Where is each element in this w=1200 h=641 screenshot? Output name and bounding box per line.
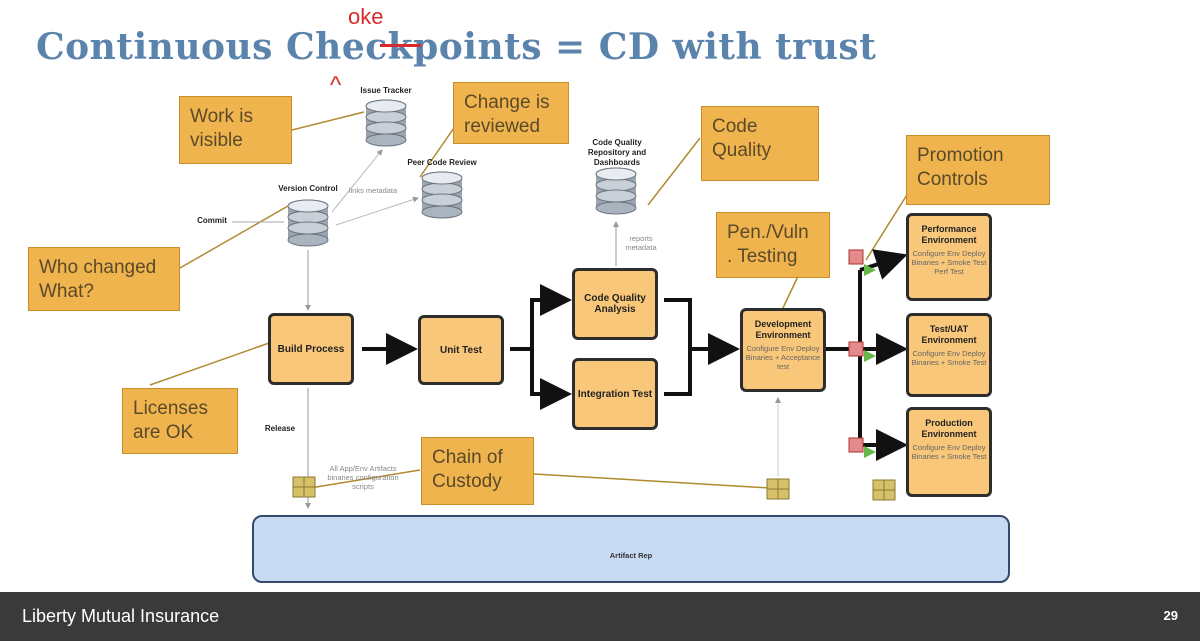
correction-insert: oke (348, 4, 384, 29)
development-environment-title: Development Environment (754, 319, 812, 340)
peer-review-database-icon (421, 171, 463, 219)
version-control-database-icon (287, 199, 329, 247)
go-icon (864, 350, 876, 362)
environment-steps: Configure Env Deploy Binaries + Smoke Te… (911, 349, 987, 367)
artifact-repository-bar: Artifact Rep (252, 515, 1010, 583)
artifact-cube-icon (292, 476, 316, 498)
reports-metadata-label: reports metadata (625, 234, 657, 252)
commit-label: Commit (197, 216, 227, 225)
code-quality-database-icon (595, 167, 637, 215)
slide-footer: Liberty Mutual Insurance 29 (0, 592, 1200, 641)
artifact-repository-label: Artifact Rep (609, 551, 653, 560)
callout-code-quality: Code Quality (701, 106, 819, 181)
environment-title: Production Environment (921, 418, 977, 439)
release-label: Release (264, 424, 296, 433)
go-icon (864, 264, 876, 276)
code-quality-repo-label: Code Quality Repository and Dashboards (587, 138, 647, 167)
environment-title: Performance Environment (921, 224, 977, 245)
company-name: Liberty Mutual Insurance (22, 606, 220, 626)
issue-tracker-label: Issue Tracker (360, 86, 412, 95)
gate-icon (848, 437, 864, 453)
integration-test-label: Integration Test (577, 388, 653, 400)
code-quality-analysis-label: Code Quality Analysis (584, 293, 646, 315)
version-control-label: Version Control (278, 184, 338, 193)
artifact-cube-icon (766, 478, 790, 500)
development-environment-steps: Configure Env Deploy Binaries + Acceptan… (745, 344, 821, 371)
production-environment-box: Production Environment Configure Env Dep… (906, 407, 992, 497)
code-quality-analysis-box: Code Quality Analysis (572, 268, 658, 340)
environment-steps: Configure Env Deploy Binaries + Smoke Te… (911, 249, 987, 276)
slide-number: 29 (1163, 608, 1178, 623)
peer-review-label: Peer Code Review (407, 158, 477, 167)
issue-tracker-database-icon (365, 99, 407, 147)
test-uat-environment-box: Test/UAT Environment Configure Env Deplo… (906, 313, 992, 397)
build-process-label: Build Process (277, 343, 345, 355)
artifact-cube-icon (872, 479, 896, 501)
callout-who-changed: Who changed What? (28, 247, 180, 311)
correction-caret: ^ (330, 72, 342, 99)
integration-test-box: Integration Test (572, 358, 658, 430)
callout-work-visible: Work is visible (179, 96, 292, 164)
gate-icon (848, 249, 864, 265)
go-icon (864, 446, 876, 458)
environment-steps: Configure Env Deploy Binaries + Smoke Te… (911, 443, 987, 461)
callout-pen-vuln-testing: Pen./Vuln . Testing (716, 212, 830, 278)
environment-title: Test/UAT Environment (921, 324, 977, 345)
slide-title: Continuous Checkpoints = CD with trust (36, 26, 876, 68)
build-process-box: Build Process (268, 313, 354, 385)
title-part-2: points = CD with trust (413, 26, 877, 68)
development-environment-box: Development Environment Configure Env De… (740, 308, 826, 392)
title-struck-text: eck (341, 26, 414, 68)
unit-test-label: Unit Test (439, 344, 483, 356)
title-part-1: Continuous Ch (36, 26, 342, 68)
links-metadata-label: links metadata (348, 186, 398, 195)
performance-environment-box: Performance Environment Configure Env De… (906, 213, 992, 301)
unit-test-box: Unit Test (418, 315, 504, 385)
callout-chain-of-custody: Chain of Custody (421, 437, 534, 505)
callout-promotion-controls: Promotion Controls (906, 135, 1050, 205)
callout-change-reviewed: Change is reviewed (453, 82, 569, 144)
callout-licenses: Licenses are OK (122, 388, 238, 454)
binaries-label: All App/Env Artifacts binaries configura… (327, 464, 399, 491)
gate-icon (848, 341, 864, 357)
